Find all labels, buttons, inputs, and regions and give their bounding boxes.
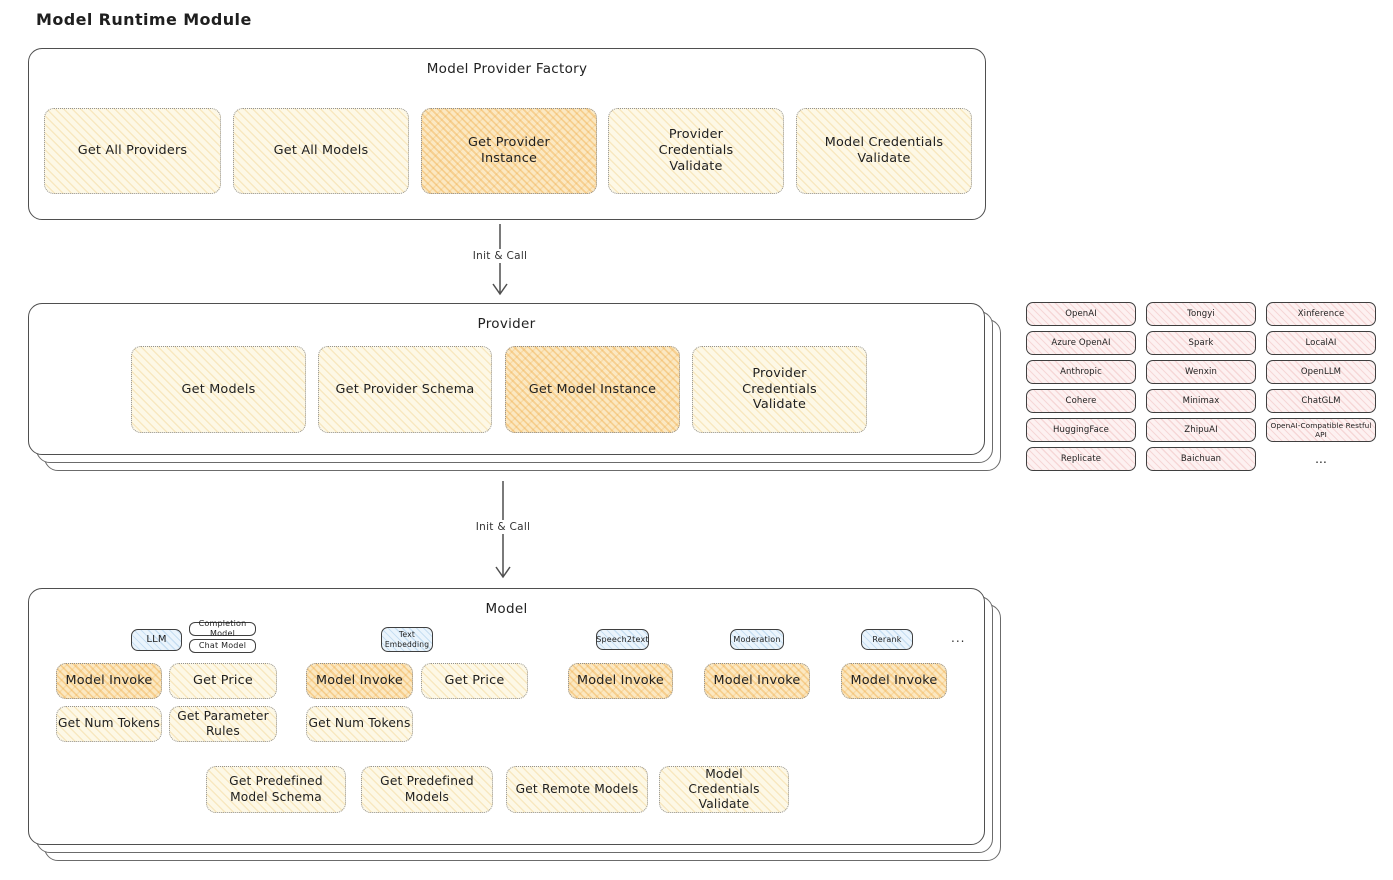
provider-chip: ZhipuAI: [1146, 418, 1256, 442]
provider-chips-ellipsis: ...: [1315, 452, 1327, 466]
box-get-predefined-model-schema: Get Predefined Model Schema: [206, 766, 346, 813]
box-provider-credentials-validate: Provider Credentials Validate: [608, 108, 784, 194]
provider-chip: Cohere: [1026, 389, 1136, 413]
provider-chip: OpenAI: [1026, 302, 1136, 326]
provider-container: Provider Get Models Get Provider Schema …: [28, 303, 985, 455]
box-get-models: Get Models: [131, 346, 306, 433]
page-title: Model Runtime Module: [36, 10, 252, 29]
box-model-invoke-speech2text: Model Invoke: [568, 663, 673, 699]
subtab-chat-model: Chat Model: [189, 639, 256, 653]
box-model-invoke-moderation: Model Invoke: [704, 663, 810, 699]
box-get-price-text-embedding: Get Price: [421, 663, 528, 699]
provider-chip: Xinference: [1266, 302, 1376, 326]
provider-title: Provider: [477, 316, 536, 332]
provider-chip: OpenLLM: [1266, 360, 1376, 384]
box-get-remote-models: Get Remote Models: [506, 766, 648, 813]
box-get-parameter-rules: Get Parameter Rules: [169, 706, 277, 742]
tabs-ellipsis: ...: [951, 631, 966, 645]
box-get-num-tokens-llm: Get Num Tokens: [56, 706, 162, 742]
provider-chips-grid: OpenAI Tongyi Xinference Azure OpenAI Sp…: [1026, 302, 1378, 471]
box-get-all-providers: Get All Providers: [44, 108, 221, 194]
factory-container: Model Provider Factory Get All Providers…: [28, 48, 986, 220]
provider-chip: Spark: [1146, 331, 1256, 355]
model-title: Model: [485, 601, 528, 617]
arrow-label-init-call-1: Init & Call: [457, 249, 543, 263]
tab-text-embedding: Text Embedding: [381, 627, 433, 652]
box-get-model-instance: Get Model Instance: [505, 346, 680, 433]
box-get-price-llm: Get Price: [169, 663, 277, 699]
provider-chip: HuggingFace: [1026, 418, 1136, 442]
box-get-predefined-models: Get Predefined Models: [361, 766, 493, 813]
tab-moderation: Moderation: [730, 629, 784, 650]
arrow-label-init-call-2: Init & Call: [460, 520, 546, 534]
provider-chip: ChatGLM: [1266, 389, 1376, 413]
box-model-invoke-text-embedding: Model Invoke: [306, 663, 413, 699]
box-model-credentials-validate-2: Model Credentials Validate: [659, 766, 789, 813]
model-container: Model LLM Completion Model Chat Model Te…: [28, 588, 985, 845]
provider-chip: Baichuan: [1146, 447, 1256, 471]
box-model-credentials-validate: Model Credentials Validate: [796, 108, 972, 194]
tab-llm: LLM: [131, 629, 182, 651]
tab-speech2text: Speech2text: [596, 629, 649, 650]
provider-chip: LocalAI: [1266, 331, 1376, 355]
subtab-completion-model: Completion Model: [189, 619, 256, 638]
box-get-all-models: Get All Models: [233, 108, 409, 194]
tab-rerank: Rerank: [861, 629, 913, 650]
box-get-provider-instance: Get Provider Instance: [421, 108, 597, 194]
box-get-provider-schema: Get Provider Schema: [318, 346, 492, 433]
provider-chip: OpenAI-Compatible Restful API: [1266, 418, 1376, 442]
factory-title: Model Provider Factory: [426, 61, 588, 77]
box-get-num-tokens-text-embedding: Get Num Tokens: [306, 706, 413, 742]
box-provider-credentials-validate-2: Provider Credentials Validate: [692, 346, 867, 433]
provider-chip: Minimax: [1146, 389, 1256, 413]
provider-chip: Tongyi: [1146, 302, 1256, 326]
box-model-invoke-llm: Model Invoke: [56, 663, 162, 699]
provider-chip: Azure OpenAI: [1026, 331, 1136, 355]
provider-chip: Wenxin: [1146, 360, 1256, 384]
provider-chip: Replicate: [1026, 447, 1136, 471]
box-model-invoke-rerank: Model Invoke: [841, 663, 947, 699]
provider-chip: Anthropic: [1026, 360, 1136, 384]
